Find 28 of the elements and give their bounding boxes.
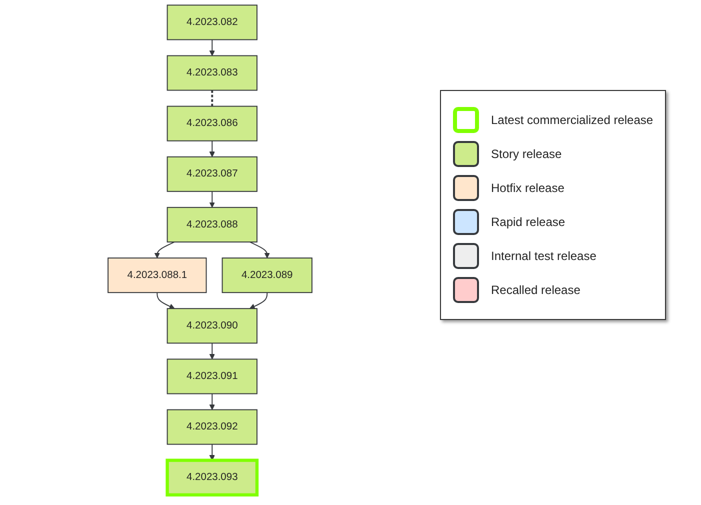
legend-label: Rapid release: [491, 215, 566, 229]
arrow: [249, 242, 270, 258]
legend-label: Recalled release: [491, 283, 580, 297]
node-box: 4.2023.087: [166, 156, 258, 192]
node-box: 4.2023.082: [166, 4, 258, 40]
node-box: 4.2023.088.1: [108, 258, 207, 294]
node-box: 4.2023.091: [166, 358, 258, 394]
node-box: 4.2023.083: [166, 55, 258, 91]
node-box: 4.2023.090: [166, 308, 258, 344]
arrow: [156, 292, 175, 310]
arrow: [209, 39, 215, 56]
arrow: [209, 190, 215, 208]
legend-label: Internal test release: [491, 249, 596, 263]
node-box: 4.2023.092: [166, 409, 258, 445]
arrow: [249, 292, 268, 310]
arrow: [209, 140, 215, 158]
node-box: 4.2023.086: [166, 106, 258, 142]
arrow: [209, 342, 215, 360]
arrow: [209, 393, 215, 410]
connector: [211, 90, 214, 106]
arrow: [154, 242, 176, 258]
legend-label: Story release: [491, 147, 562, 161]
node-box: 4.2023.093: [166, 458, 259, 496]
arrow: [209, 444, 215, 461]
node-box: 4.2023.088: [166, 206, 258, 242]
legend-label: Latest commercialized release: [491, 113, 654, 127]
node-box: 4.2023.089: [222, 258, 312, 294]
legend-label: Hotfix release: [491, 181, 564, 195]
